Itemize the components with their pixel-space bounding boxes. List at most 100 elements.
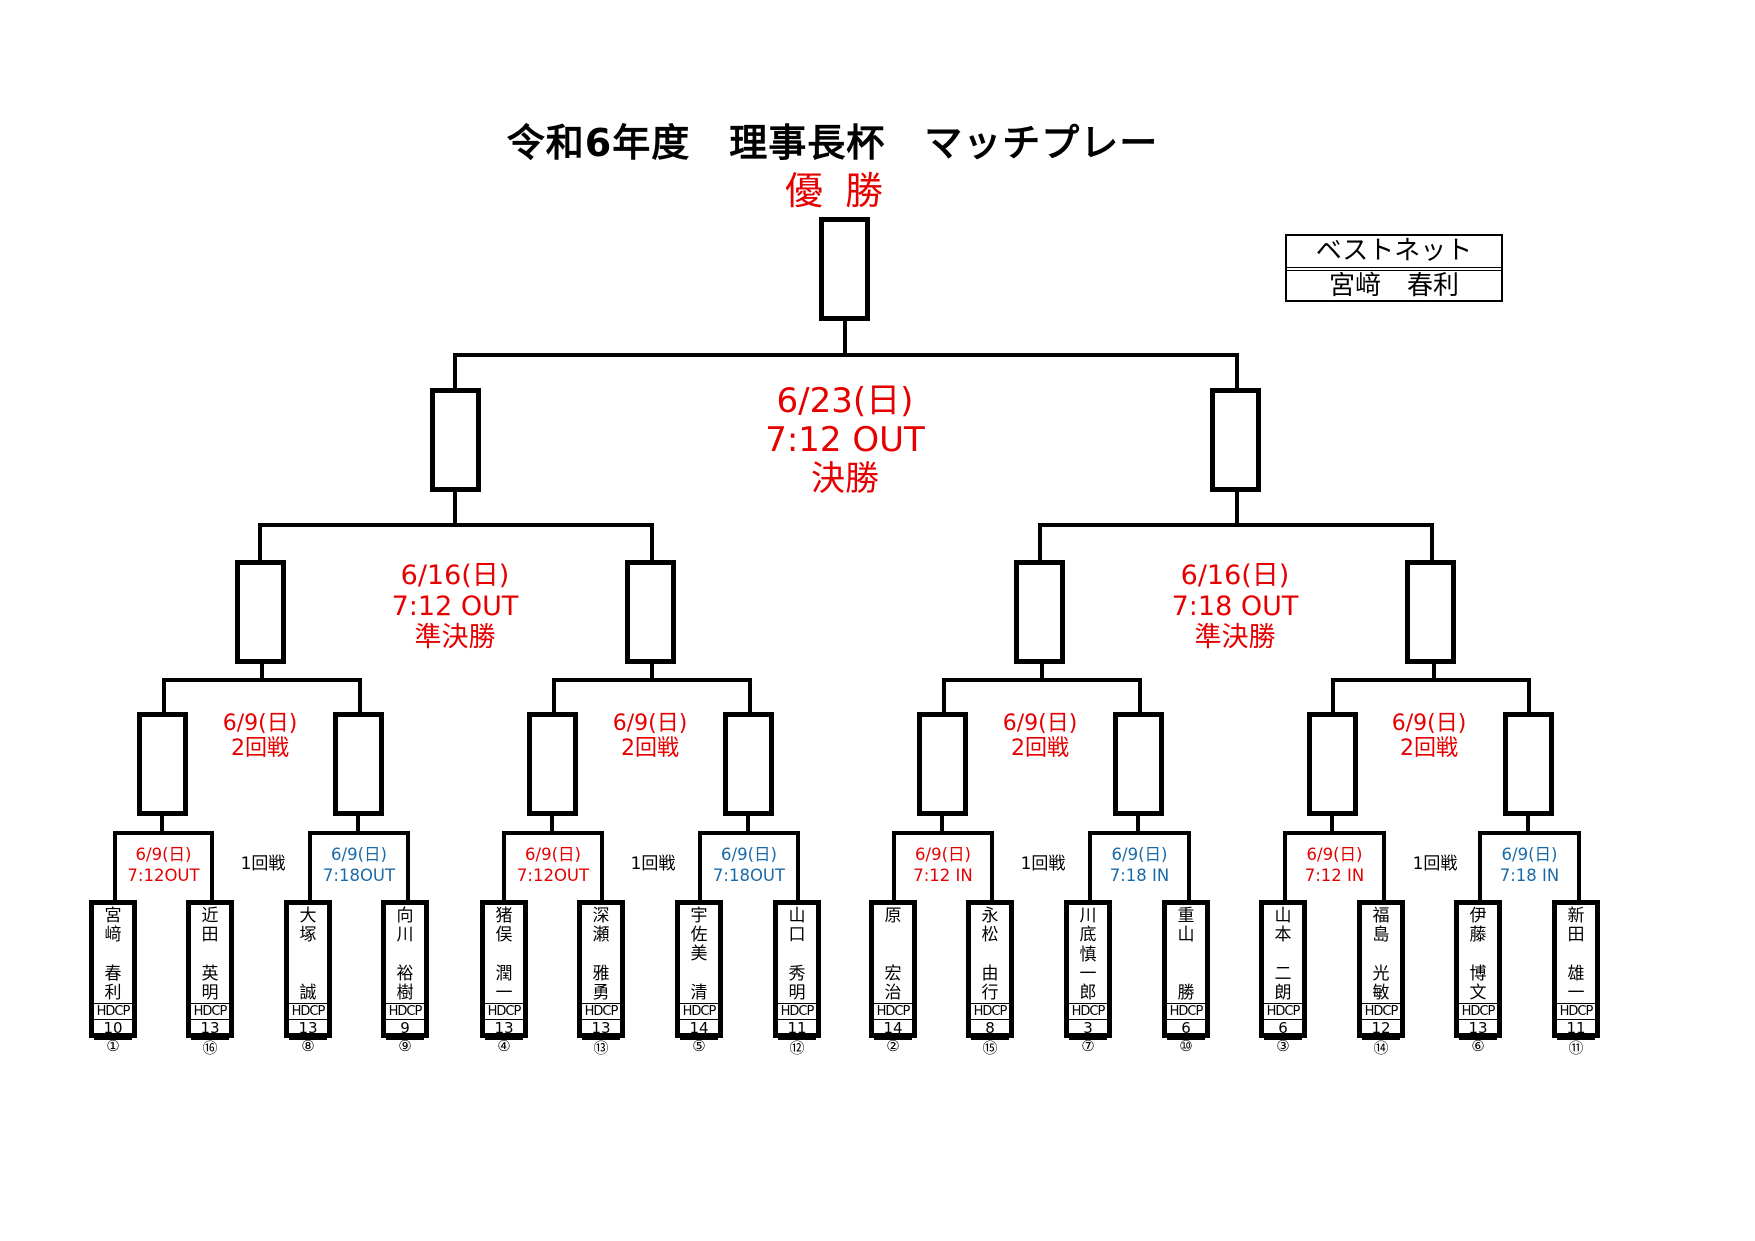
bracket-line xyxy=(1331,678,1531,682)
page-title-text: 令和6年度 理事長杯 マッチプレー xyxy=(506,121,1159,165)
round1-match-info: 6/9(日)7:18 IN xyxy=(1482,844,1577,887)
player-given-name: 英明 xyxy=(202,965,219,1003)
semifinalist-slot xyxy=(1014,560,1065,664)
name-char: 山 xyxy=(788,906,806,926)
player-family-name: 伊藤 xyxy=(1470,907,1487,945)
name-char: 大 xyxy=(299,906,317,926)
round2-winner-slot xyxy=(137,712,188,816)
name-char: 行 xyxy=(981,983,999,1003)
player-given-name: 秀明 xyxy=(789,965,806,1003)
round2-label: 6/9(日)2回戦 xyxy=(190,711,330,762)
name-char: 治 xyxy=(884,983,902,1003)
name-char: 宏 xyxy=(884,964,902,984)
name-char: 深 xyxy=(592,906,610,926)
name-char: 川 xyxy=(396,925,414,945)
name-char: 雅 xyxy=(592,964,610,984)
round1-date: 6/9(日) xyxy=(721,845,777,864)
player-given-name: 裕樹 xyxy=(397,965,414,1003)
player-name: 深瀬雅勇 xyxy=(582,905,620,1003)
name-char: 慎 xyxy=(1079,945,1097,965)
round1-match-info: 6/9(日)7:12 IN xyxy=(896,844,990,887)
player-name: 川底慎一郎 xyxy=(1069,905,1107,1003)
seed-number: ⑭ xyxy=(1373,1039,1389,1057)
bracket-line xyxy=(160,815,164,834)
player-family-name: 新田 xyxy=(1568,907,1585,945)
bracket-line xyxy=(940,815,944,834)
name-char: 一 xyxy=(1079,964,1097,984)
player-name: 山本二朗 xyxy=(1264,905,1302,1003)
bracket-line xyxy=(552,678,556,714)
round1-match-info: 6/9(日) 7:18OUT xyxy=(702,844,796,887)
round1-label: 1回戦 xyxy=(1020,854,1066,874)
name-char: 山 xyxy=(1177,925,1195,945)
semifinal-date: 6/16(日) xyxy=(400,560,510,591)
player-family-name: 山口 xyxy=(789,907,806,945)
bracket-line xyxy=(258,523,654,527)
hdcp-label: HDCP xyxy=(874,1003,912,1020)
champion-label: 優勝 xyxy=(784,169,905,213)
player-family-name: 向川 xyxy=(397,907,414,945)
name-char: 一 xyxy=(495,983,513,1003)
name-char: 俣 xyxy=(495,925,513,945)
hdcp-label: HDCP xyxy=(289,1003,327,1020)
round1-time: 7:18OUT xyxy=(712,866,786,886)
round1-date: 6/9(日) xyxy=(135,845,192,864)
name-char: 宇 xyxy=(690,906,708,926)
champion-slot xyxy=(819,217,870,321)
bracket-line xyxy=(308,831,410,835)
round1-date: 6/9(日) xyxy=(331,845,387,864)
seed-number: ⑪ xyxy=(1568,1039,1584,1057)
player-family-name: 重山 xyxy=(1178,907,1195,945)
round2-date: 6/9(日) xyxy=(1391,711,1467,736)
bracket-line xyxy=(308,831,312,903)
bracket-line xyxy=(843,320,847,356)
seed-number: ⑧ xyxy=(301,1037,315,1055)
hdcp-label: HDCP xyxy=(1069,1003,1107,1020)
name-char: 美 xyxy=(690,944,708,964)
name-char: 郎 xyxy=(1079,983,1097,1003)
name-char: 伊 xyxy=(1469,906,1487,926)
hdcp-label: HDCP xyxy=(971,1003,1009,1020)
name-char: 田 xyxy=(1567,925,1585,945)
player-given-name: 春利 xyxy=(105,965,122,1003)
hdcp-value: 13 xyxy=(191,1020,229,1040)
round1-match-info: 6/9(日)7:12 IN xyxy=(1287,844,1382,887)
round1-date: 6/9(日) xyxy=(1306,845,1363,864)
bracket-line xyxy=(1478,831,1581,835)
bracket-line xyxy=(892,831,994,835)
hdcp-label: HDCP xyxy=(582,1003,620,1020)
bracket-line xyxy=(113,831,117,903)
seed-number: ③ xyxy=(1276,1037,1290,1055)
player-name: 向川裕樹 xyxy=(386,905,424,1003)
bracket-line xyxy=(502,831,604,835)
bracket-line xyxy=(162,678,166,714)
bracket-line xyxy=(1382,831,1386,903)
bracket-line xyxy=(1187,831,1191,903)
bracket-line xyxy=(942,678,946,714)
bracket-line xyxy=(1283,831,1386,835)
seed-number: ⑥ xyxy=(1471,1037,1485,1055)
round2-date: 6/9(日) xyxy=(1002,711,1078,736)
round1-time: 7:18OUT xyxy=(322,866,396,886)
bracket-line xyxy=(1038,523,1042,563)
player-name: 山口秀明 xyxy=(778,905,816,1003)
name-char: 永 xyxy=(981,906,999,926)
name-char: 島 xyxy=(1372,925,1390,945)
hdcp-value: 12 xyxy=(1362,1020,1400,1040)
name-char: 宮 xyxy=(104,906,122,926)
seed-number: ⑨ xyxy=(398,1037,412,1055)
semifinal-round: 準決勝 xyxy=(1194,622,1276,654)
seed-number: ⑮ xyxy=(982,1039,998,1057)
bracket-line xyxy=(600,831,604,903)
bracket-line xyxy=(746,815,750,834)
bracket-line xyxy=(698,831,702,903)
